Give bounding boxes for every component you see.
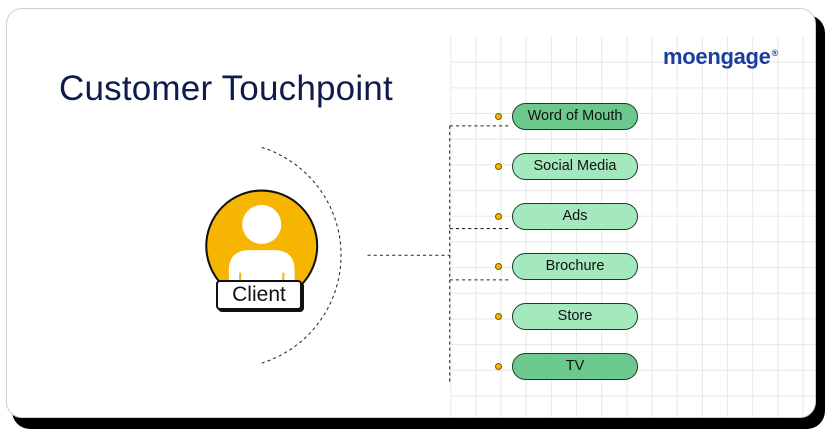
- avatar-head: [242, 204, 282, 244]
- touchpoint-pill: Word of Mouth: [512, 103, 638, 130]
- touchpoint-pill: Ads: [512, 203, 638, 230]
- touchpoint-pill: Social Media: [512, 153, 638, 180]
- connector-dot: [495, 113, 502, 120]
- touchpoint-pill: TV: [512, 353, 638, 380]
- touchpoint-pill: Brochure: [512, 253, 638, 280]
- client-arc: [261, 146, 342, 364]
- diagram-canvas: [205, 36, 815, 417]
- page-title: Customer Touchpoint: [59, 69, 393, 108]
- connector-dot: [495, 363, 502, 370]
- touchpoint-pill: Store: [512, 303, 638, 330]
- background-grid: [450, 36, 815, 417]
- connector-dot: [495, 213, 502, 220]
- branch-connectors: [449, 125, 510, 281]
- registered-mark: ®: [771, 48, 779, 58]
- brand-name: moengage: [663, 44, 771, 69]
- client-label: Client: [216, 280, 302, 310]
- diagram-card: Customer Touchpoint moengage® Client Wor…: [6, 8, 816, 418]
- connector-dot: [495, 163, 502, 170]
- brand-logo: moengage®: [663, 44, 778, 70]
- connector-dot: [495, 313, 502, 320]
- connector-dot: [495, 263, 502, 270]
